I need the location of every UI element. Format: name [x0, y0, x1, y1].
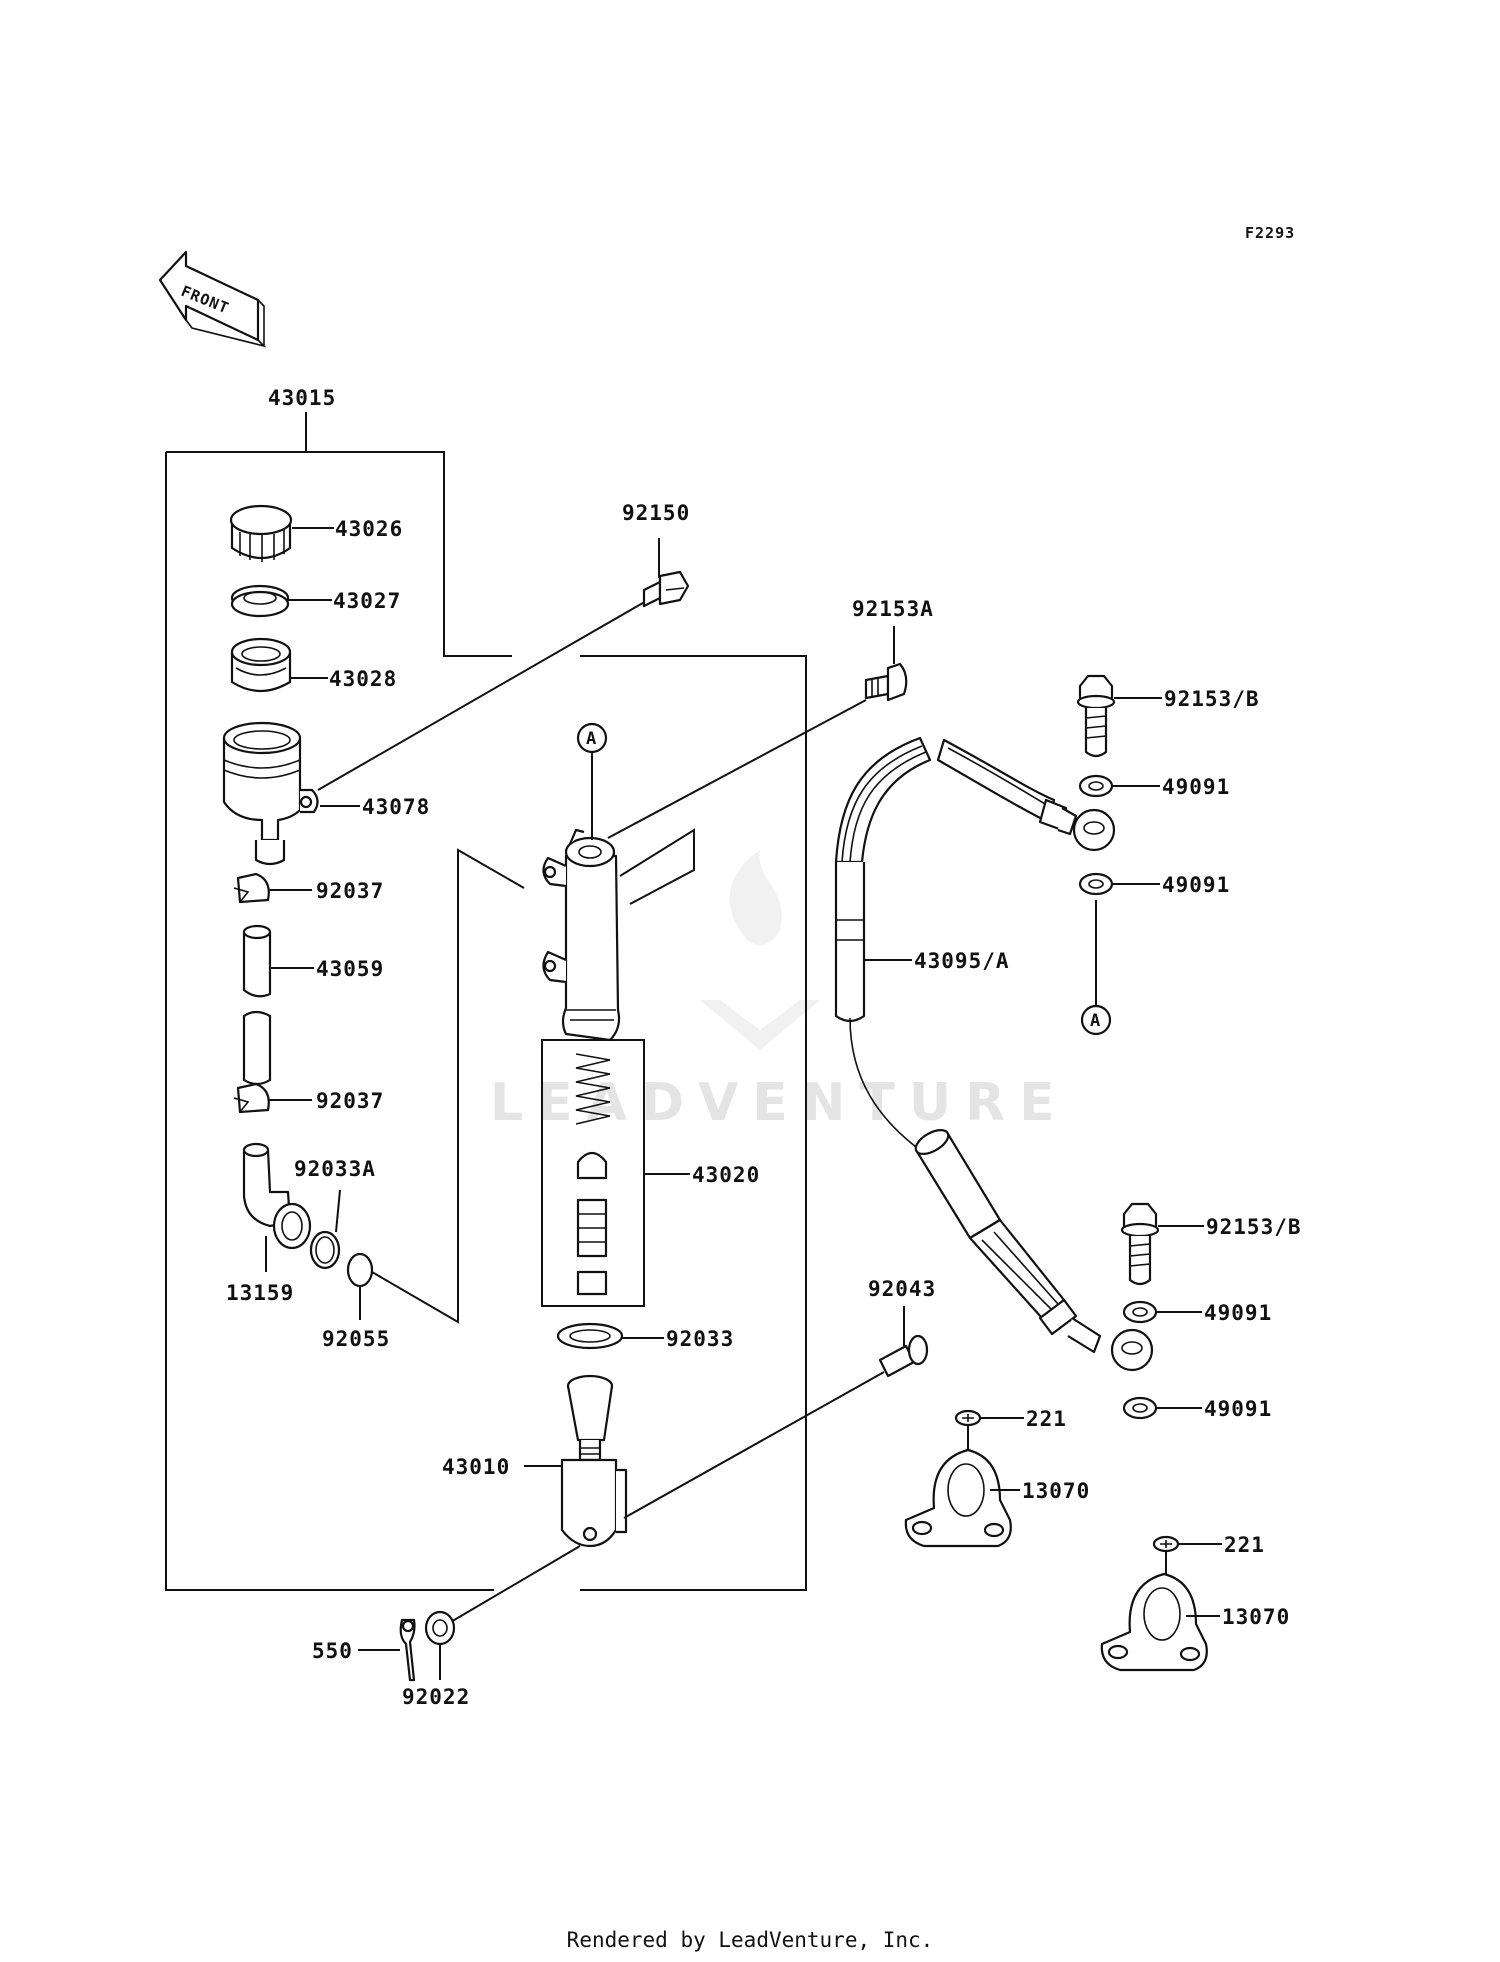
watermark-logo-icon [700, 850, 820, 1050]
part-92055-o-ring [346, 1252, 374, 1288]
label-92153A: 92153A [852, 597, 934, 621]
part-43028-diaphragm [230, 637, 292, 692]
front-arrow-icon: FRONT [158, 250, 267, 348]
part-43078-reservoir [222, 721, 319, 866]
label-13070-upper: 13070 [1022, 1479, 1090, 1503]
label-49091-3: 49091 [1204, 1301, 1272, 1325]
label-92150: 92150 [622, 501, 690, 525]
part-43059-hose [242, 924, 272, 1086]
label-43059: 43059 [316, 957, 384, 981]
label-13070-lower: 13070 [1222, 1605, 1290, 1629]
part-49091-washer-2 [1078, 872, 1114, 896]
part-43026-reservoir-cap [229, 504, 293, 562]
label-43010: 43010 [442, 1455, 510, 1479]
label-49091-2: 49091 [1162, 873, 1230, 897]
part-49091-washer-3 [1122, 1300, 1158, 1324]
label-43028: 43028 [329, 667, 397, 691]
label-43020: 43020 [692, 1163, 760, 1187]
part-92150-bolt [642, 570, 690, 608]
label-221-lower: 221 [1224, 1533, 1265, 1557]
diagram-code: F2293 [1245, 224, 1295, 242]
svg-text:A: A [1090, 1011, 1100, 1031]
label-49091-4: 49091 [1204, 1397, 1272, 1421]
part-13070-clamp-upper [904, 1448, 1012, 1548]
part-92037-clip-upper [233, 872, 270, 904]
part-49091-washer-1 [1078, 774, 1114, 798]
part-221-screw-upper [954, 1409, 982, 1427]
footer-credit: Rendered by LeadVenture, Inc. [566, 1928, 934, 1952]
part-92037-clip-lower [233, 1082, 270, 1114]
label-92033A: 92033A [294, 1157, 376, 1181]
label-92153B-lower: 92153/B [1206, 1215, 1302, 1239]
label-92037-upper: 92037 [316, 879, 384, 903]
part-92033-circlip [556, 1322, 624, 1350]
label-49091-1: 49091 [1162, 775, 1230, 799]
label-92037-lower: 92037 [316, 1089, 384, 1113]
part-49091-washer-4 [1122, 1396, 1158, 1420]
part-master-cylinder-body [542, 828, 621, 1042]
label-550: 550 [312, 1639, 353, 1663]
part-13159-elbow-fitting [242, 1142, 312, 1250]
label-92043: 92043 [868, 1277, 936, 1301]
label-221-upper: 221 [1026, 1407, 1067, 1431]
part-221-screw-lower [1152, 1535, 1180, 1553]
part-92153B-banjo-bolt-upper [1076, 674, 1116, 758]
label-92153B-upper: 92153/B [1164, 687, 1260, 711]
label-92033: 92033 [666, 1327, 734, 1351]
part-92022-washer [424, 1610, 456, 1646]
ref-marker-a-lower: A [1080, 1004, 1112, 1036]
label-43027: 43027 [333, 589, 401, 613]
part-92033A-circlip [309, 1230, 341, 1270]
part-13070-clamp-lower [1100, 1572, 1208, 1672]
label-92022: 92022 [402, 1685, 470, 1709]
label-43015: 43015 [268, 386, 336, 410]
part-92153B-banjo-bolt-lower [1120, 1202, 1160, 1286]
ref-marker-a-upper: A [576, 722, 608, 754]
part-92043-clevis-pin [878, 1334, 929, 1378]
label-43026: 43026 [335, 517, 403, 541]
part-43027-diaphragm-plate [230, 584, 290, 618]
label-92055: 92055 [322, 1327, 390, 1351]
part-43010-push-rod [560, 1374, 628, 1548]
part-43020-piston-kit [575, 1053, 611, 1296]
part-550-cotter-pin [399, 1618, 416, 1682]
part-43095A-brake-hose [834, 736, 1154, 1372]
part-92153A-bleeder-screw [864, 662, 908, 702]
label-43078: 43078 [362, 795, 430, 819]
assembly-outline-43015 [165, 412, 807, 1591]
svg-text:A: A [586, 729, 596, 749]
label-43095A: 43095/A [914, 949, 1010, 973]
label-13159: 13159 [226, 1281, 294, 1305]
